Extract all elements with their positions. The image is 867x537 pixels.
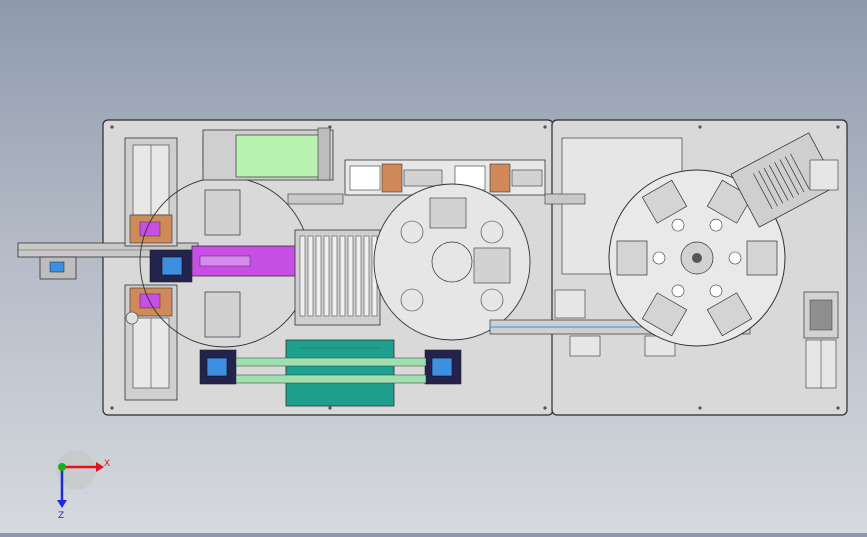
head-spindle: [315, 235, 322, 317]
head-spindle: [339, 235, 346, 317]
axis-triad: X Z: [56, 450, 110, 521]
head-spindle: [363, 235, 370, 317]
fixture-pod-body: [641, 179, 688, 224]
fixture-pod-hole: [709, 218, 723, 232]
y-axis-dot: [58, 463, 66, 471]
fixture-pod-body: [641, 292, 688, 337]
head-spindle: [299, 235, 306, 317]
fixture-pod-hole: [671, 284, 685, 298]
left-feeder-upper: [124, 137, 178, 247]
x-axis-arrowhead: [96, 462, 104, 472]
head-spindle: [355, 235, 362, 317]
bottom-right-unit: [803, 291, 839, 389]
fixture-pod-hole: [671, 218, 685, 232]
fixture-pod-hole: [652, 251, 666, 265]
left-feeder-lower: [124, 284, 178, 401]
turntable-right: [608, 169, 786, 347]
head-spindle: [307, 235, 314, 317]
fixture-pod-body: [706, 292, 753, 337]
head-spindle: [323, 235, 330, 317]
fixture-pod: [706, 284, 753, 337]
fixture-pod-body: [746, 240, 778, 276]
x-axis-label: X: [104, 459, 110, 469]
fixture-pod: [641, 179, 688, 232]
z-axis-arrowhead: [57, 500, 67, 508]
top-cylinders: [287, 159, 586, 205]
turntable-middle: [373, 183, 531, 341]
head-spindle: [331, 235, 338, 317]
fixture-pod-hole: [728, 251, 742, 265]
fixture-pod-hole: [709, 284, 723, 298]
teal-cover-panel: [285, 339, 395, 407]
fixture-pod-body: [616, 240, 648, 276]
multi-head-module: [294, 229, 381, 326]
fixture-pod: [641, 284, 688, 337]
head-spindle: [347, 235, 354, 317]
top-green-conveyor: [202, 127, 334, 181]
bolt-holes: [110, 125, 840, 410]
bottom-rails: [235, 357, 427, 384]
fixture-pod: [728, 240, 778, 276]
fixture-pod: [616, 240, 666, 276]
right-feeder-module: [730, 132, 839, 228]
z-axis-label: Z: [58, 511, 64, 521]
